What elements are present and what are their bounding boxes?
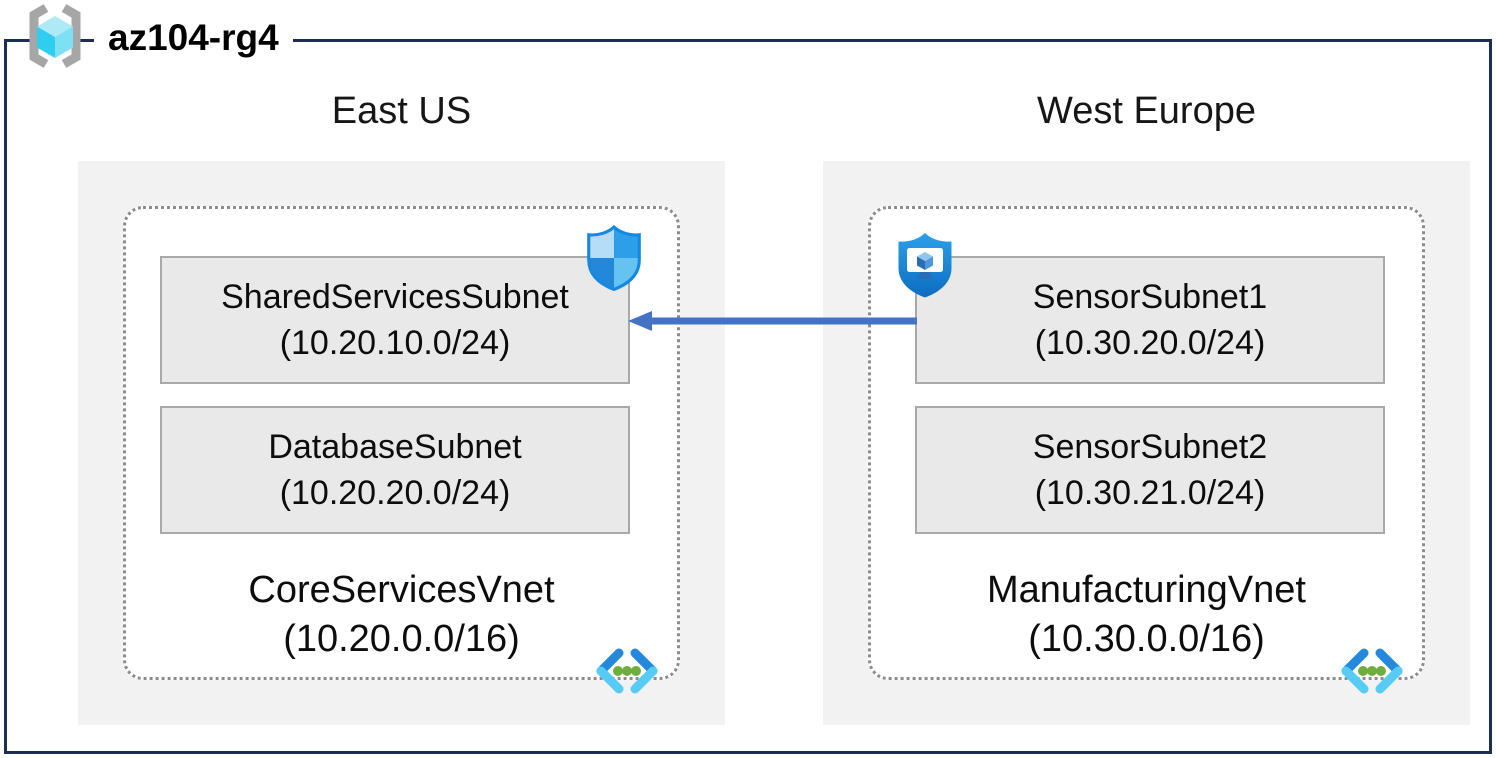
- resource-group-title: az104-rg4: [94, 13, 293, 63]
- virtual-network-icon-east: [596, 648, 658, 694]
- subnet-cidr: (10.30.21.0/24): [1034, 474, 1266, 512]
- vnet-cidr: (10.20.0.0/16): [283, 618, 520, 660]
- vnet-label-manufacturing: ManufacturingVnet (10.30.0.0/16): [868, 566, 1425, 664]
- virtual-network-icon-west: [1341, 648, 1403, 694]
- bastion-shield-monitor-icon: [898, 233, 952, 298]
- subnet-cidr: (10.20.20.0/24): [279, 474, 511, 512]
- subnet-name: SharedServicesSubnet: [221, 278, 569, 316]
- peering-arrow: [628, 311, 917, 331]
- subnet-sensor2: SensorSubnet2 (10.30.21.0/24): [915, 406, 1385, 534]
- subnet-name: DatabaseSubnet: [268, 428, 522, 466]
- subnet-database: DatabaseSubnet (10.20.20.0/24): [160, 406, 630, 534]
- resource-group-icon: [29, 4, 81, 68]
- subnet-cidr: (10.20.10.0/24): [279, 324, 511, 362]
- subnet-name: SensorSubnet1: [1032, 278, 1268, 316]
- resource-group-frame: [4, 39, 1492, 754]
- region-label-west-europe: West Europe: [1037, 90, 1256, 132]
- subnet-cidr: (10.30.20.0/24): [1034, 324, 1266, 362]
- vnet-label-coreservices: CoreServicesVnet (10.20.0.0/16): [123, 566, 680, 664]
- region-label-east-us: East US: [331, 90, 472, 132]
- vnet-name: CoreServicesVnet: [248, 569, 555, 611]
- network-security-group-shield-icon: [587, 225, 641, 291]
- vnet-cidr: (10.30.0.0/16): [1028, 618, 1265, 660]
- vnet-name: ManufacturingVnet: [987, 569, 1306, 611]
- subnet-name: SensorSubnet2: [1032, 428, 1268, 466]
- subnet-sensor1: SensorSubnet1 (10.30.20.0/24): [915, 256, 1385, 384]
- subnet-sharedservices: SharedServicesSubnet (10.20.10.0/24): [160, 256, 630, 384]
